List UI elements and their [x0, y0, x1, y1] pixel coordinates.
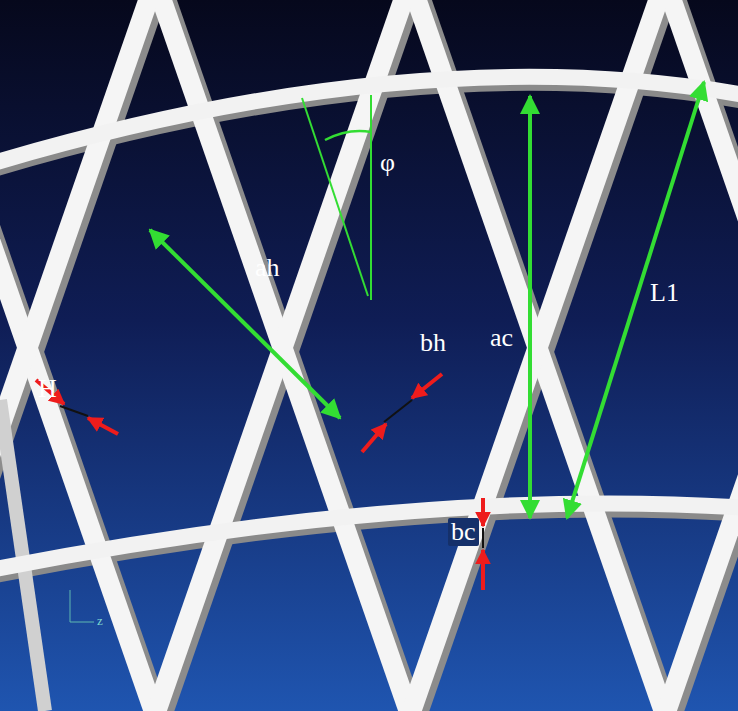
dimension-label: bc — [448, 518, 479, 546]
axis-label: z — [97, 614, 103, 627]
dimension-label: L1 — [650, 280, 679, 306]
dimension-label: H — [38, 376, 57, 402]
angle-symbol: φ — [380, 150, 395, 176]
dimension-label: ac — [490, 325, 513, 351]
dimension-label: bh — [420, 330, 446, 356]
dimension-label: ah — [255, 255, 280, 281]
